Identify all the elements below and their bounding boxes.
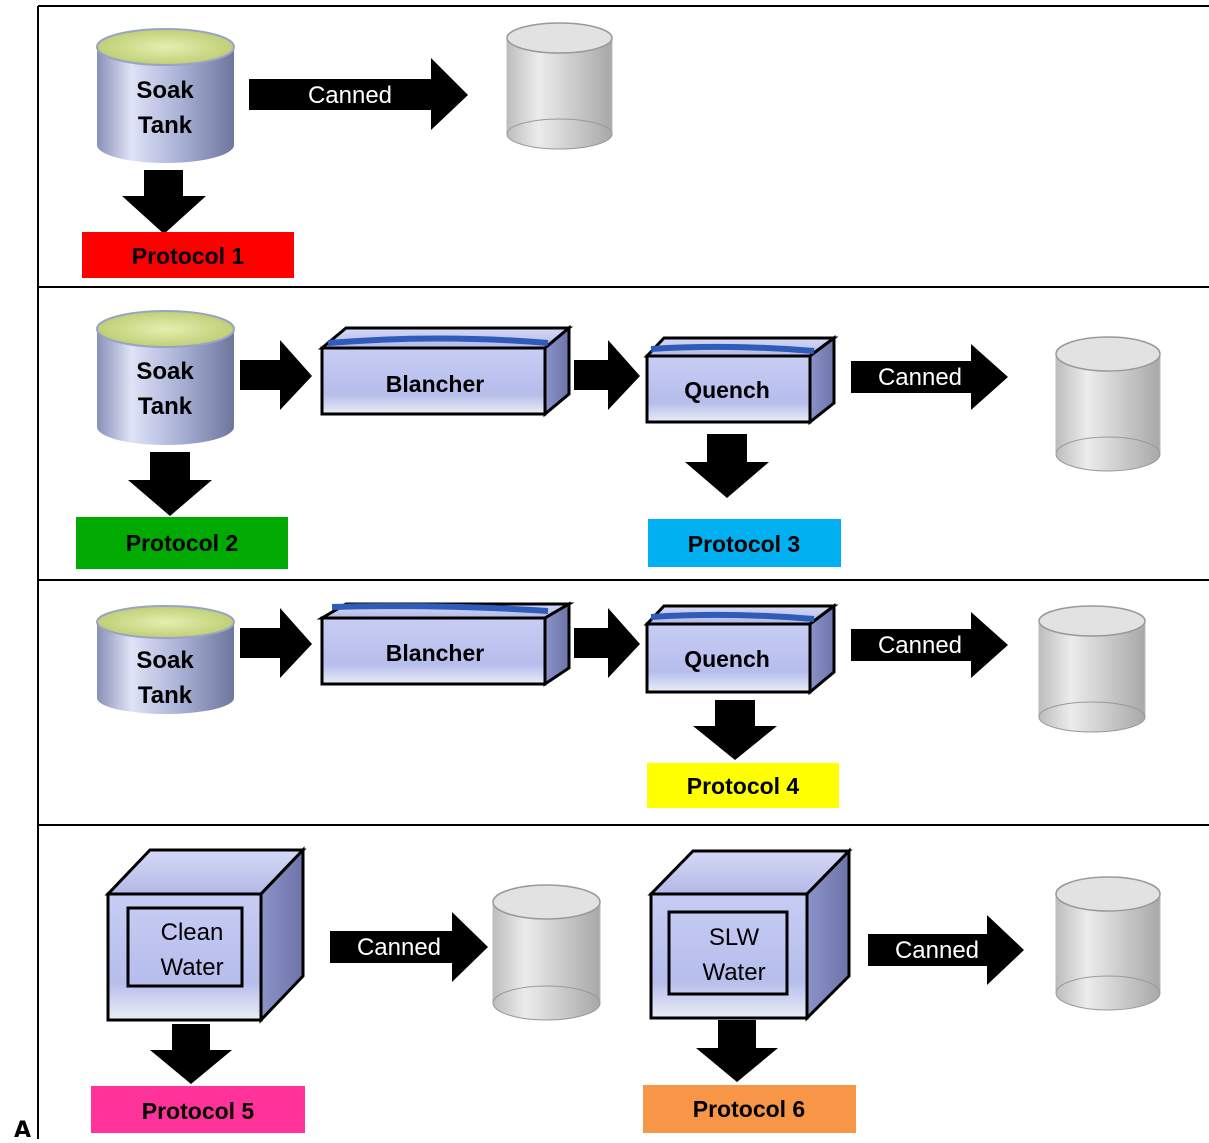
protocol-label: Protocol 3	[688, 531, 800, 557]
flow-arrow	[574, 608, 640, 678]
quench-label: Quench	[684, 377, 770, 403]
soak-tank: Soak Tank	[96, 605, 235, 714]
quench-tank: Quench	[643, 335, 839, 426]
blancher-label: Blancher	[386, 371, 484, 397]
blancher: Blancher	[316, 601, 575, 687]
protocol-badge: Protocol 5	[91, 1086, 305, 1133]
canned-arrow: Canned	[868, 915, 1024, 985]
protocol-label: Protocol 1	[132, 243, 245, 269]
soak-tank: Soak Tank	[96, 28, 235, 163]
quench-tank: Quench	[643, 603, 839, 696]
can-icon	[506, 22, 613, 150]
canned-arrow: Canned	[330, 912, 488, 982]
flow-arrow	[240, 608, 312, 678]
soak-tank-label-line2: Tank	[138, 682, 193, 709]
canned-label: Canned	[878, 632, 962, 659]
canned-label: Canned	[357, 934, 441, 961]
soak-tank: Soak Tank	[96, 310, 235, 445]
protocol-badge: Protocol 2	[76, 517, 288, 569]
flow-arrow	[574, 340, 640, 410]
down-arrow	[696, 1020, 778, 1082]
protocol-badge: Protocol 6	[643, 1085, 856, 1133]
soak-tank-label-line1: Soak	[136, 77, 194, 104]
canned-label: Canned	[308, 82, 392, 109]
canned-label: Canned	[895, 937, 979, 964]
down-arrow	[122, 170, 206, 234]
clean-water-label-line1: Clean	[161, 919, 224, 946]
down-arrow	[693, 700, 777, 760]
protocol-badge: Protocol 1	[82, 232, 294, 278]
slw-water-label-line1: SLW	[709, 924, 760, 951]
soak-tank-label-line1: Soak	[136, 647, 194, 674]
row-2: Soak Tank Blancher Quench Canned	[76, 310, 1161, 569]
can-icon	[1055, 336, 1161, 472]
slw-water-label-line2: Water	[702, 959, 765, 986]
flow-arrow	[240, 340, 312, 410]
down-arrow	[150, 1024, 232, 1084]
soak-tank-label-line2: Tank	[138, 112, 193, 139]
canned-arrow: Canned	[851, 344, 1008, 410]
down-arrow	[128, 452, 212, 516]
can-icon	[1038, 605, 1146, 733]
protocol-label: Protocol 6	[693, 1096, 805, 1122]
soak-tank-label-line2: Tank	[138, 393, 193, 420]
canned-arrow: Canned	[851, 612, 1008, 678]
row-4: Clean Water Canned Protocol 5 SLW Water	[91, 846, 1161, 1133]
clean-water-tank: Clean Water	[104, 846, 307, 1024]
soak-tank-label-line1: Soak	[136, 358, 194, 385]
can-icon	[1055, 876, 1161, 1011]
protocol-badge: Protocol 4	[647, 763, 839, 808]
canned-label: Canned	[878, 364, 962, 391]
quench-label: Quench	[684, 646, 770, 672]
blancher: Blancher	[317, 324, 574, 418]
can-icon	[492, 884, 601, 1021]
canned-arrow: Canned	[249, 58, 468, 130]
row-3: Soak Tank Blancher Quench Canned	[96, 601, 1146, 808]
blancher-label: Blancher	[386, 640, 484, 666]
clean-water-label-line2: Water	[160, 954, 223, 981]
down-arrow	[685, 434, 769, 498]
protocol-badge: Protocol 3	[648, 519, 841, 567]
figure-panel-label: A	[14, 1118, 32, 1143]
frame	[37, 5, 1209, 1139]
slw-water-tank: SLW Water	[647, 847, 853, 1022]
row-1: Soak Tank Canned Protocol 1	[82, 22, 613, 278]
protocol-label: Protocol 5	[142, 1098, 255, 1124]
protocol-label: Protocol 4	[687, 773, 800, 799]
protocol-label: Protocol 2	[126, 530, 238, 556]
